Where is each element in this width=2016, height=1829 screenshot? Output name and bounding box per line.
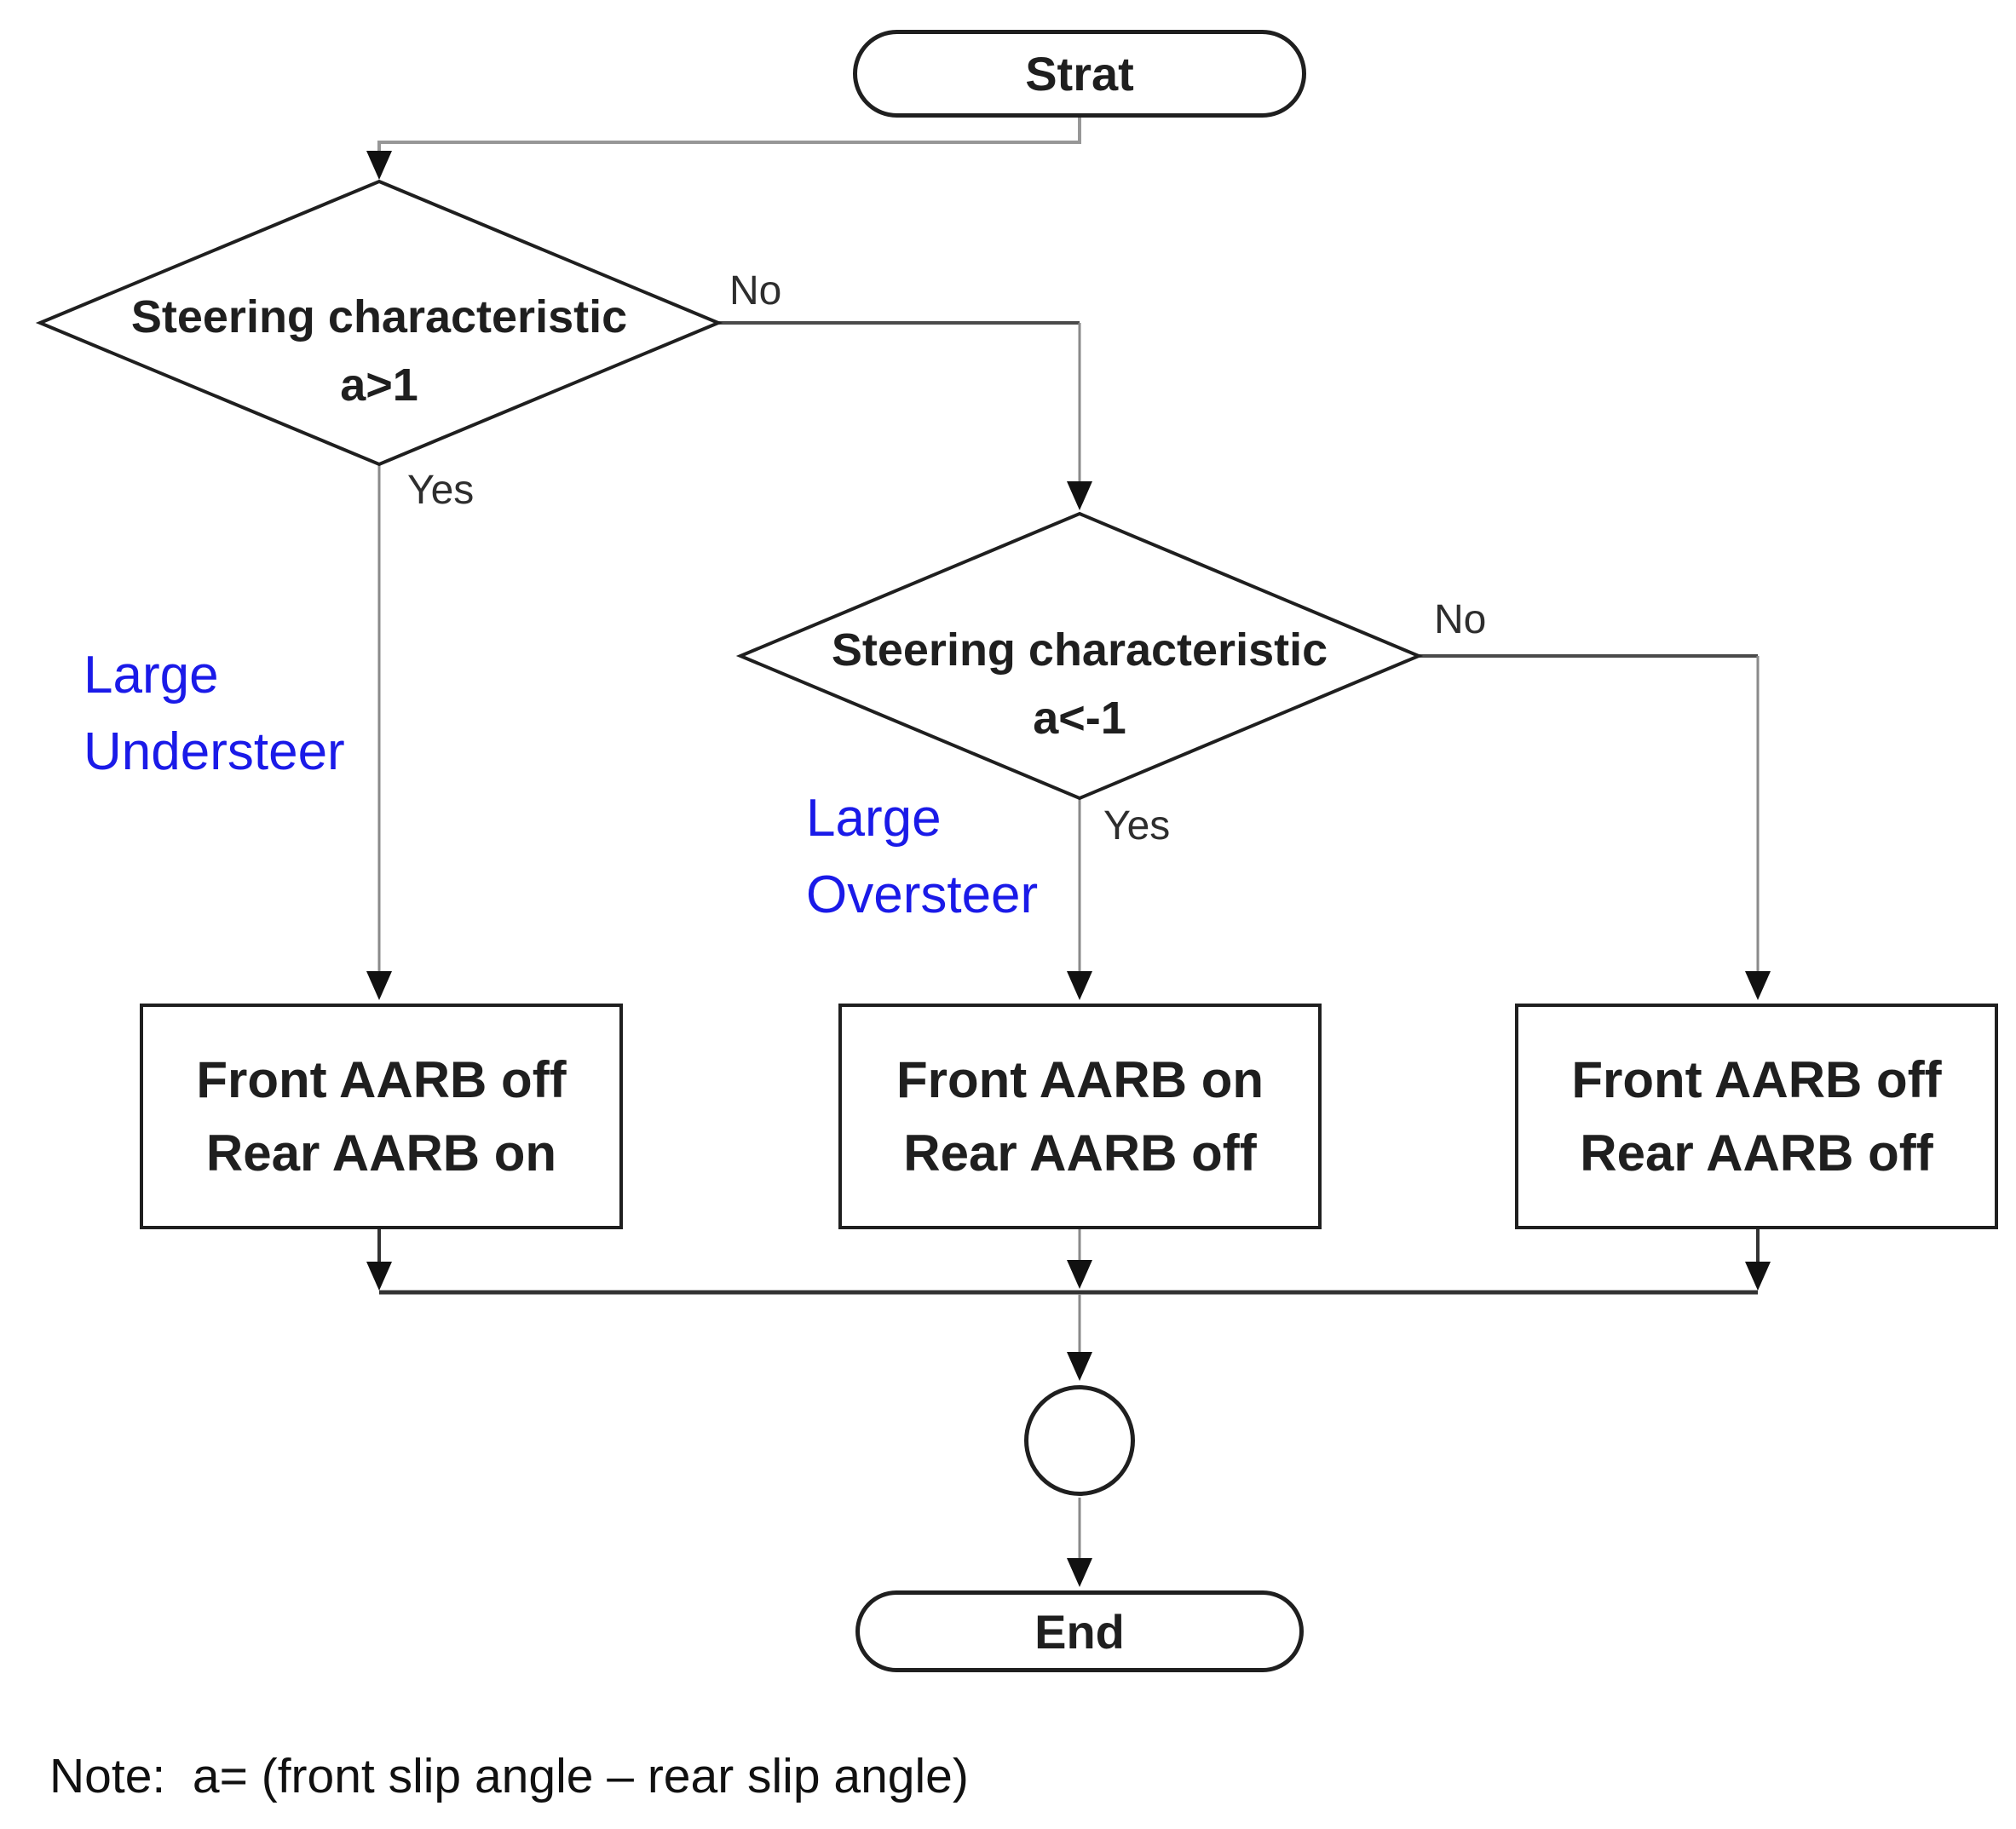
decision1-line2: a>1 xyxy=(340,359,418,411)
arrow-into-decision1 xyxy=(366,151,392,180)
process-right-line2: Rear AARB off xyxy=(1580,1124,1933,1182)
decision1-line1: Steering characteristic xyxy=(130,291,628,342)
understeer-line2: Understeer xyxy=(84,722,345,781)
process-box-right: Front AARB off Rear AARB off xyxy=(1515,1004,1998,1229)
end-node: End xyxy=(855,1590,1304,1672)
arrow-merge-right xyxy=(1745,1262,1771,1291)
process-box-middle: Front AARB on Rear AARB off xyxy=(838,1004,1322,1229)
process-left-line2: Rear AARB on xyxy=(205,1124,557,1182)
oversteer-line2: Oversteer xyxy=(806,866,1039,924)
decision2-no-label: No xyxy=(1434,597,1487,642)
arrow-into-process-right xyxy=(1745,971,1771,1000)
decision2-diamond xyxy=(735,511,1424,801)
oversteer-annotation: Large Oversteer xyxy=(806,780,1038,934)
process-left-line1: Front AARB off xyxy=(196,1050,567,1108)
decision1-text: Steering characteristic a>1 xyxy=(124,283,635,419)
process-middle-line2: Rear AARB off xyxy=(903,1124,1257,1182)
understeer-line1: Large xyxy=(84,646,219,705)
decision1-diamond xyxy=(35,179,723,467)
oversteer-line1: Large xyxy=(806,789,942,848)
start-to-decision1-line xyxy=(377,118,1081,152)
arrow-into-circle xyxy=(1067,1352,1092,1381)
decision2-text: Steering characteristic a<-1 xyxy=(824,616,1335,752)
note-text: Note: a= (front slip angle – rear slip a… xyxy=(49,1749,969,1803)
start-node: Strat xyxy=(853,30,1306,118)
arrow-into-end xyxy=(1067,1558,1092,1587)
decision2-yes-label: Yes xyxy=(1103,803,1171,848)
start-label: Strat xyxy=(1025,47,1134,101)
arrow-into-decision2 xyxy=(1067,481,1092,510)
understeer-annotation: Large Understeer xyxy=(84,637,345,791)
decision2-line2: a<-1 xyxy=(1033,693,1126,744)
arrow-into-process-left xyxy=(366,971,392,1000)
process-right-line1: Front AARB off xyxy=(1571,1050,1942,1108)
arrow-merge-left xyxy=(366,1262,392,1291)
decision1-no-label: No xyxy=(729,268,782,313)
arrow-merge-middle xyxy=(1067,1260,1092,1289)
decision1-yes-label: Yes xyxy=(407,468,475,513)
connector-circle xyxy=(1024,1385,1135,1496)
arrow-into-process-middle xyxy=(1067,971,1092,1000)
process-box-left: Front AARB off Rear AARB on xyxy=(140,1004,623,1229)
decision2-line1: Steering characteristic xyxy=(831,624,1328,676)
end-label: End xyxy=(1034,1604,1125,1659)
process-middle-line1: Front AARB on xyxy=(896,1050,1264,1108)
